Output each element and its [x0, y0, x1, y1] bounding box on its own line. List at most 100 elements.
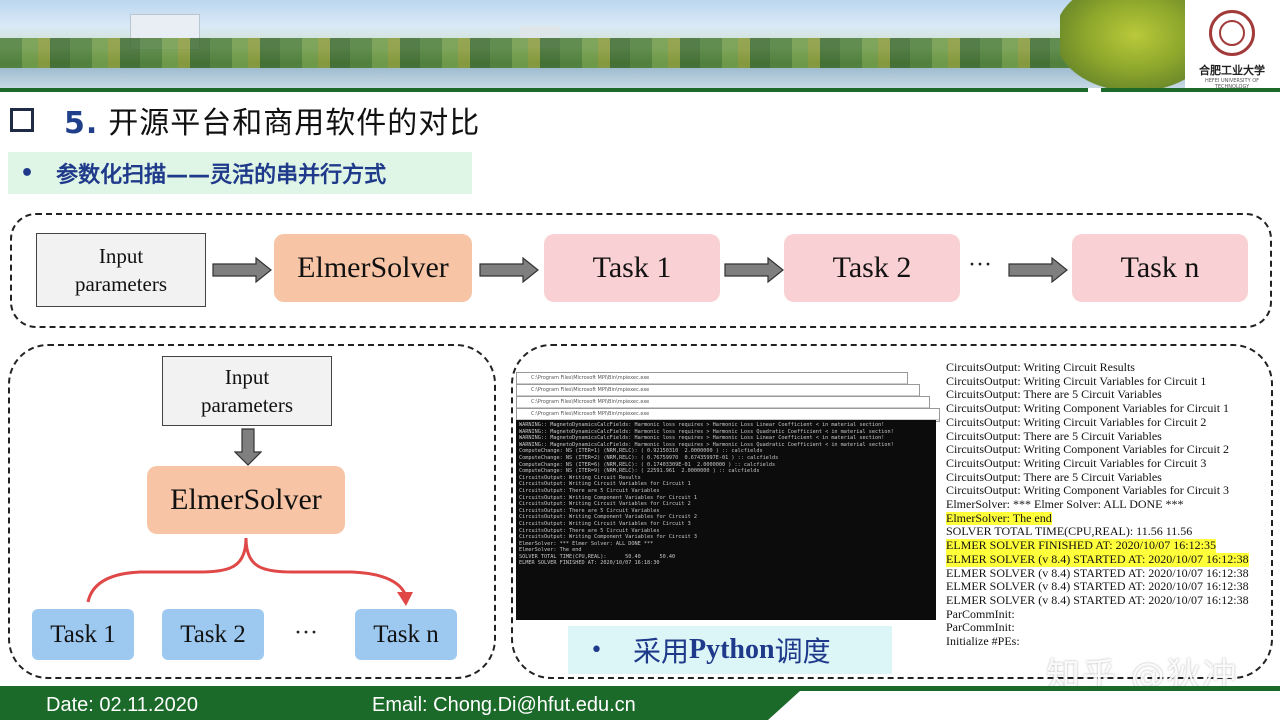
console-line: WARNING:: MagnetoDynamicsCalcFields: Har…: [519, 435, 885, 442]
log-line: ELMER SOLVER FINISHED AT: 2020/10/07 16:…: [946, 538, 1216, 553]
input-parameters-box: Input parameters: [162, 356, 332, 426]
console-line: ELMER SOLVER FINISHED AT: 2020/10/07 16:…: [519, 560, 660, 567]
ellipsis: ···: [968, 252, 992, 278]
trees-shape: [0, 38, 1185, 68]
console-line: WARNING:: MagnetoDynamicsCalcFields: Har…: [519, 441, 894, 448]
bullet-icon: •: [20, 160, 35, 186]
title-number: 5.: [64, 106, 99, 141]
section-subtitle: • 参数化扫描——灵活的串并行方式: [8, 152, 472, 194]
task-n-box: Task n: [355, 609, 457, 660]
ellipsis: ···: [294, 620, 318, 646]
input-label-line1: Input: [98, 244, 144, 268]
log-line: CircuitsOutput: Writing Circuit Variable…: [946, 414, 1207, 429]
console-titlebar: C:\Program Files\Microsoft MPI\Bin\mpiex…: [517, 409, 939, 420]
footer-divider: [0, 686, 1280, 691]
log-line: CircuitsOutput: Writing Component Variab…: [946, 401, 1230, 416]
footer-email: Email: Chong.Di@hfut.edu.cn: [372, 694, 636, 716]
logo-subtext: HEFEI UNIVERSITY OF TECHNOLOGY: [1204, 78, 1260, 90]
logo-text: 合肥工业大学: [1199, 64, 1265, 77]
log-line: ParCommInit:: [946, 606, 1015, 621]
footer-bar: Date: 02.11.2020 Email: Chong.Di@hfut.ed…: [0, 691, 1280, 720]
header-divider: [0, 88, 1280, 92]
console-line: CircuitsOutput: Writing Component Variab…: [519, 514, 698, 521]
input-label-line2: parameters: [74, 272, 168, 296]
python-scheduling-frame: [511, 344, 1273, 679]
console-line: WARNING:: MagnetoDynamicsCalcFields: Har…: [519, 428, 894, 435]
console-line: ElmerSolver: *** Elmer Solver: ALL DONE …: [519, 540, 654, 547]
input-label-line1: Input: [224, 365, 270, 389]
python-label-suffix: 调度: [774, 635, 831, 668]
console-line: ComputeChange: NS (ITER=6) (NRM,RELC): (…: [519, 461, 776, 468]
log-line: CircuitsOutput: Writing Circuit Variable…: [946, 373, 1207, 388]
log-line: CircuitsOutput: There are 5 Circuit Vari…: [946, 387, 1162, 402]
console-line: ComputeChange: NS (ITER=1) (NRM,RELC): (…: [519, 448, 763, 455]
console-line: CircuitsOutput: Writing Circuit Results: [519, 474, 641, 481]
console-line: CircuitsOutput: There are 5 Circuit Vari…: [519, 527, 660, 534]
console-line: ComputeChange: NS (ITER=2) (NRM,RELC): (…: [519, 454, 779, 461]
console-output: WARNING:: MagnetoDynamicsCalcFields: Har…: [516, 420, 936, 620]
console-line: CircuitsOutput: There are 5 Circuit Vari…: [519, 487, 660, 494]
subtitle-text: 参数化扫描——灵活的串并行方式: [56, 163, 387, 188]
log-line: ELMER SOLVER (v 8.4) STARTED AT: 2020/10…: [946, 551, 1249, 567]
log-line: CircuitsOutput: Writing Component Variab…: [946, 442, 1230, 457]
arrow-right-icon: [212, 257, 272, 283]
input-label-line2: parameters: [200, 393, 294, 417]
university-logo: 合肥工业大学 HEFEI UNIVERSITY OF TECHNOLOGY: [1188, 4, 1276, 90]
console-line: ComputeChange: NS (ITER=9) (NRM,RELC): (…: [519, 468, 760, 475]
task-1-box: Task 1: [32, 609, 134, 660]
console-window-front: C:\Program Files\Microsoft MPI\Bin\mpiex…: [516, 408, 940, 422]
campus-banner-image: [0, 0, 1185, 88]
elmersolver-box: ElmerSolver: [147, 466, 345, 534]
footer-green-band: [0, 691, 800, 720]
arrow-right-icon: [1008, 257, 1068, 283]
input-parameters-box: Input parameters: [36, 233, 206, 307]
log-line: ELMER SOLVER (v 8.4) STARTED AT: 2020/10…: [946, 592, 1249, 607]
log-line: Initialize #PEs:: [946, 634, 1020, 649]
console-line: CircuitsOutput: There are 5 Circuit Vari…: [519, 507, 660, 514]
task-2-box: Task 2: [162, 609, 264, 660]
elmersolver-box: ElmerSolver: [274, 234, 472, 302]
task-n-box: Task n: [1072, 234, 1248, 302]
console-line: CircuitsOutput: Writing Component Variab…: [519, 534, 698, 541]
python-label-prefix: 采用: [632, 635, 689, 668]
console-line: CircuitsOutput: Writing Component Variab…: [519, 494, 698, 501]
python-label-python: Python: [689, 634, 775, 665]
parallel-flow-frame: [8, 344, 496, 679]
console-line: CircuitsOutput: Writing Circuit Variable…: [519, 520, 691, 527]
console-titlebar: C:\Program Files\Microsoft MPI\Bin\mpiex…: [517, 385, 919, 396]
log-line: CircuitsOutput: Writing Circuit Results: [946, 360, 1135, 374]
arrow-right-icon: [724, 257, 784, 283]
university-seal-icon: [1209, 10, 1255, 56]
console-titlebar: C:\Program Files\Microsoft MPI\Bin\mpiex…: [517, 373, 907, 384]
footer-date: Date: 02.11.2020: [46, 694, 198, 716]
arrow-down-icon: [234, 428, 262, 466]
log-line: ELMER SOLVER (v 8.4) STARTED AT: 2020/10…: [946, 579, 1249, 594]
log-line: CircuitsOutput: There are 5 Circuit Vari…: [946, 469, 1162, 484]
log-line: SOLVER TOTAL TIME(CPU,REAL): 11.56 11.56: [946, 524, 1193, 539]
console-line: ElmerSolver: The end: [519, 547, 582, 554]
console-line: SOLVER TOTAL TIME(CPU,REAL): 50.40 50.40: [519, 553, 676, 560]
log-line: CircuitsOutput: Writing Circuit Variable…: [946, 455, 1207, 470]
console-line: CircuitsOutput: Writing Circuit Variable…: [519, 501, 691, 508]
console-titlebar: C:\Program Files\Microsoft MPI\Bin\mpiex…: [517, 397, 929, 408]
willow-tree-shape: [1060, 0, 1185, 88]
bullet-icon: •: [590, 637, 603, 663]
square-bullet-icon: [10, 108, 34, 132]
branch-arrows-icon: [86, 537, 413, 606]
log-line: ELMER SOLVER (v 8.4) STARTED AT: 2020/10…: [946, 565, 1249, 580]
console-line: WARNING:: MagnetoDynamicsCalcFields: Har…: [519, 422, 885, 428]
log-line: ParCommInit:: [946, 620, 1015, 635]
log-line: CircuitsOutput: There are 5 Circuit Vari…: [946, 428, 1162, 443]
lake-shape: [0, 68, 1185, 88]
log-line: ElmerSolver: The end: [946, 510, 1052, 526]
title-text: 开源平台和商用软件的对比: [108, 106, 481, 141]
console-line: CircuitsOutput: Writing Circuit Variable…: [519, 481, 691, 488]
log-line: ElmerSolver: *** Elmer Solver: ALL DONE …: [946, 497, 1184, 512]
serial-flow-frame: [10, 213, 1272, 328]
task-2-box: Task 2: [784, 234, 960, 302]
slide-title: 5. 开源平台和商用软件的对比: [10, 98, 480, 142]
log-line: CircuitsOutput: Writing Component Variab…: [946, 483, 1230, 498]
arrow-right-icon: [479, 257, 539, 283]
